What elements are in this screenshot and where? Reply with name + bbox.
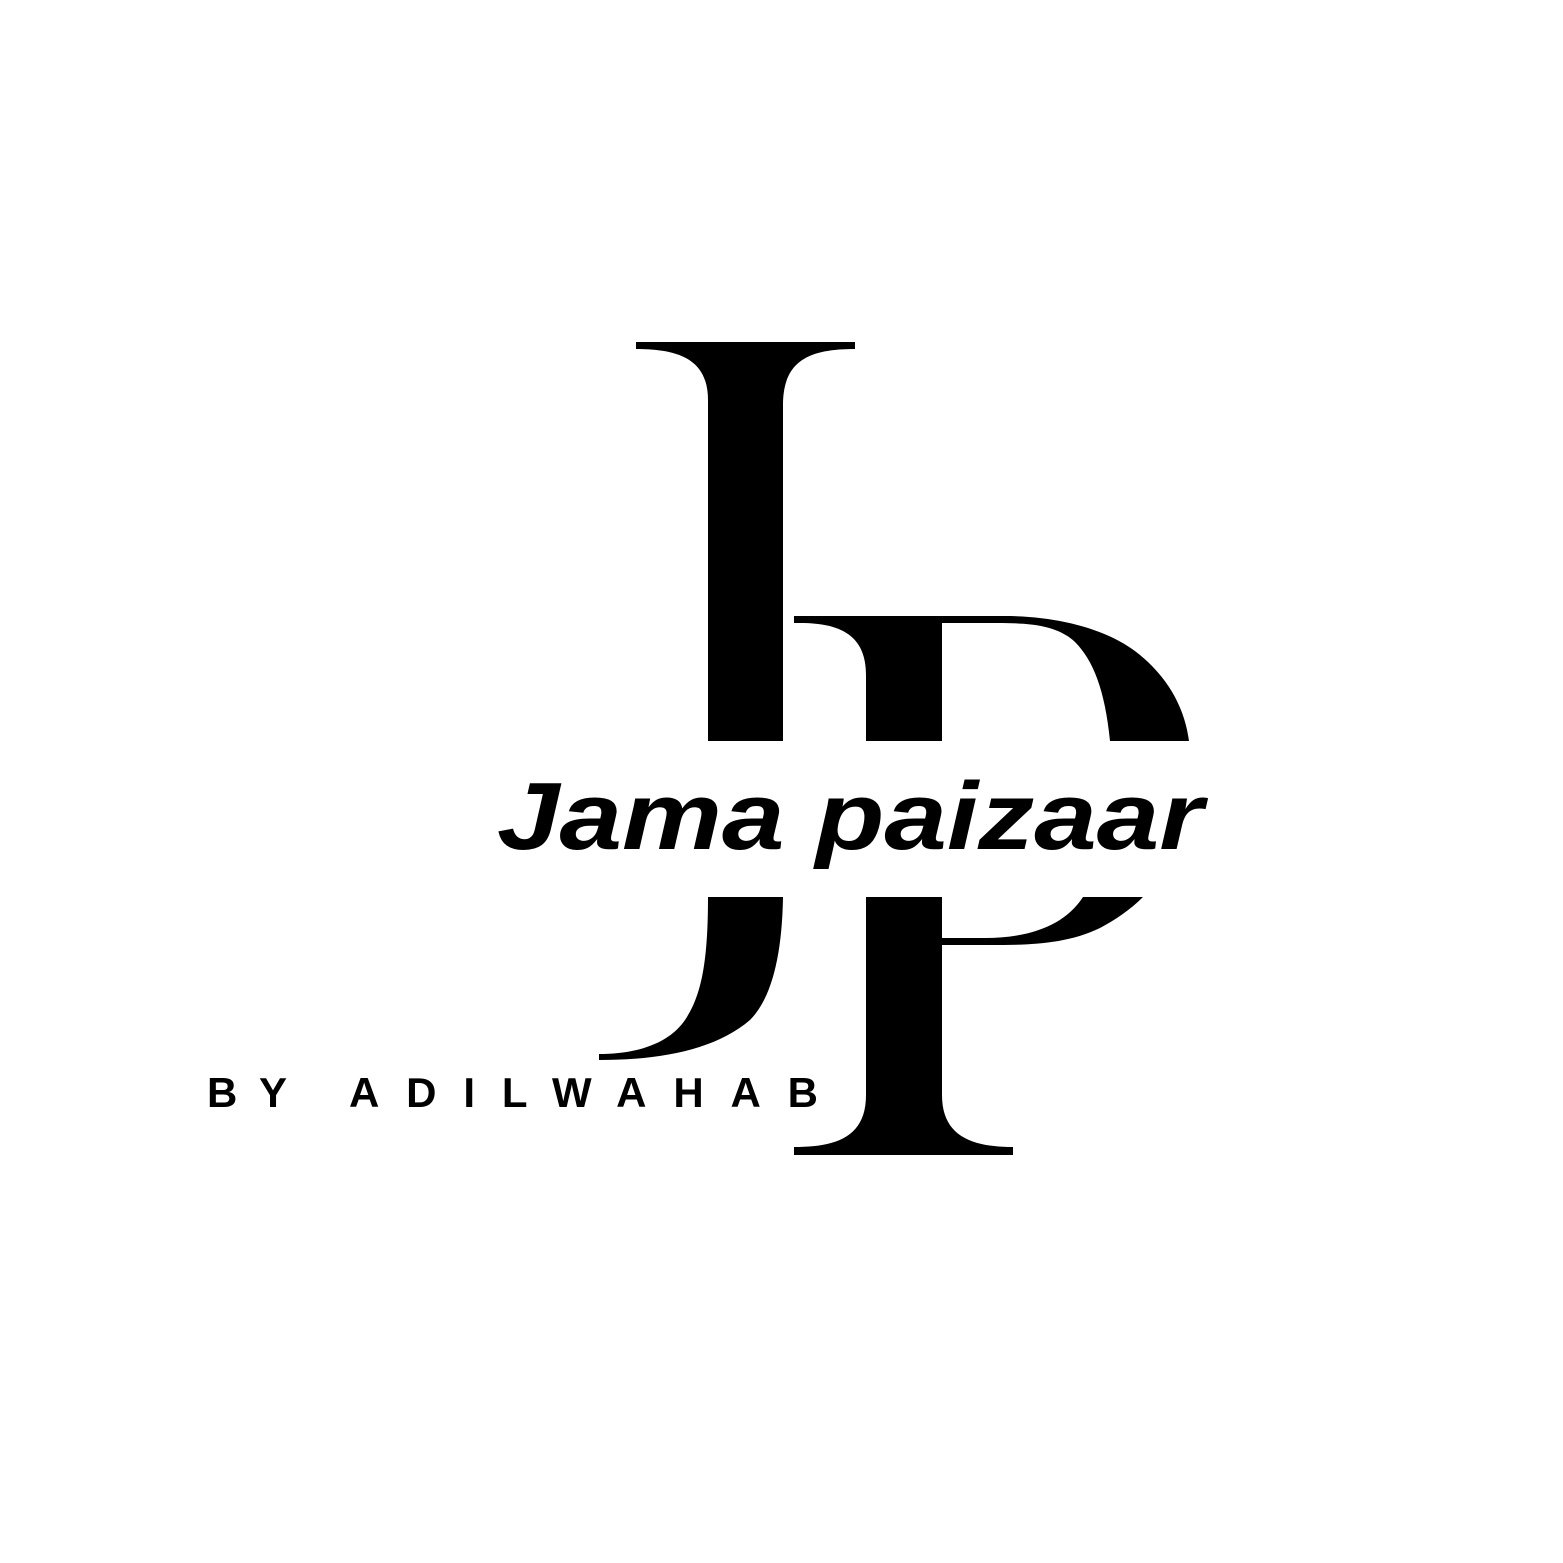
monogram-p-bottom [794,897,1143,1155]
byline-prefix: BY [207,1069,287,1116]
brand-name: Jama paizaar [497,763,1208,870]
monogram-j-top [636,342,855,741]
monogram-p-top [794,616,1189,741]
monogram-j-bottom [599,897,783,1060]
byline-name: ADILWAHAB [349,1069,818,1116]
monogram-jp [599,342,1189,1155]
